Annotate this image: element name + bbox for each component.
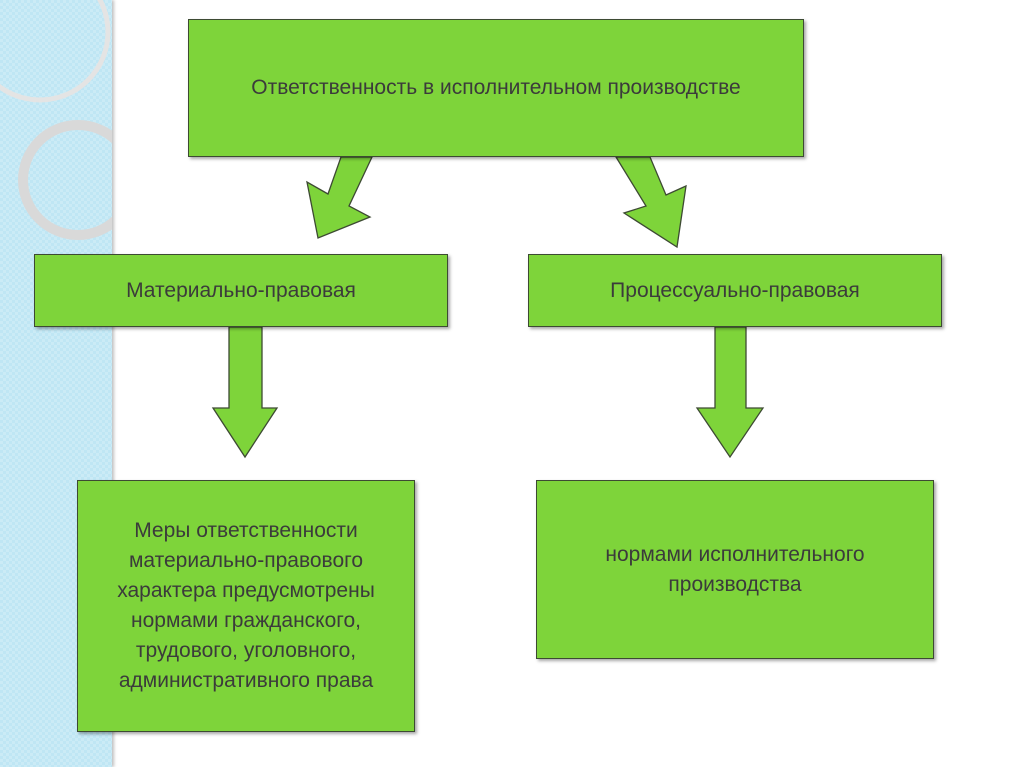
arrow-top-to-right bbox=[614, 156, 687, 249]
procedural-measures-box: нормами исполнительного производства bbox=[536, 480, 934, 659]
arrow-left-down bbox=[211, 326, 279, 459]
procedural-legal-box: Процессуально-правовая bbox=[528, 254, 942, 327]
procedural-measures-line: производства bbox=[668, 572, 802, 596]
material-legal-box: Материально-правовая bbox=[34, 254, 448, 327]
procedural-legal-label: Процессуально-правовая bbox=[610, 278, 860, 302]
decorative-rings bbox=[0, 0, 112, 240]
material-measures-line: трудового, уголовного, bbox=[135, 639, 357, 662]
arrow-top-to-left bbox=[306, 156, 374, 239]
ring-decoration-middle bbox=[18, 120, 112, 240]
material-measures-box: Меры ответственности материально-правово… bbox=[77, 480, 415, 732]
material-measures-line: Меры ответственности bbox=[134, 519, 358, 542]
top-concept-box: Ответственность в исполнительном произво… bbox=[188, 19, 804, 157]
ring-decoration-top bbox=[0, 0, 111, 103]
material-measures-line: характера предусмотрены bbox=[117, 579, 375, 602]
arrow-right-down bbox=[695, 326, 765, 459]
procedural-measures-line: нормами исполнительного bbox=[605, 542, 865, 566]
material-legal-label: Материально-правовая bbox=[126, 278, 356, 302]
material-measures-line: нормами гражданского, bbox=[131, 609, 361, 632]
material-measures-text: Меры ответственности материально-правово… bbox=[117, 516, 375, 696]
procedural-measures-text: нормами исполнительного производства bbox=[605, 540, 864, 600]
material-measures-line: материально-правового bbox=[128, 549, 364, 572]
top-concept-label: Ответственность в исполнительном произво… bbox=[251, 76, 741, 99]
material-measures-line: административного права bbox=[118, 669, 374, 692]
